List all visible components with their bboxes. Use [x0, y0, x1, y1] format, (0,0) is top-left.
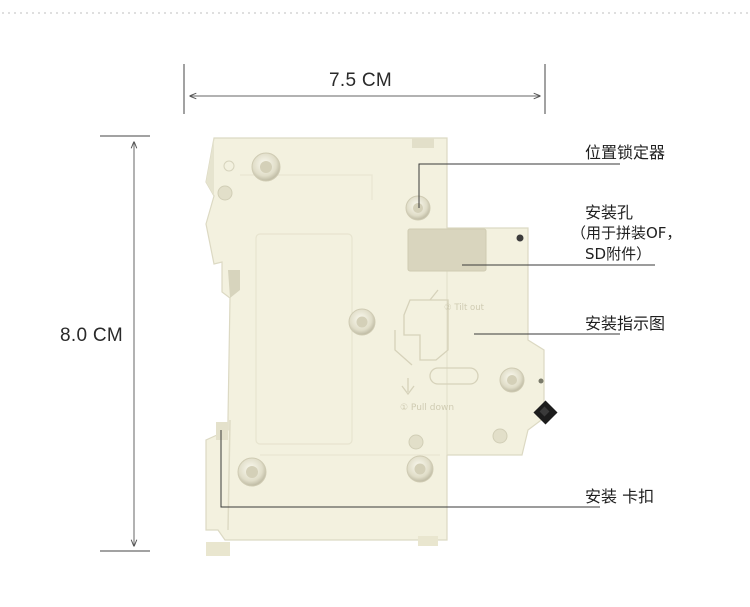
breaker-body [205, 137, 545, 556]
small-hole-bottom [408, 434, 424, 450]
small-hole-right [492, 428, 508, 444]
screw-mount-hole [405, 195, 431, 221]
small-hole-left [217, 185, 233, 201]
height-dimension [100, 135, 150, 552]
callout-position-locker: 位置锁定器 [585, 143, 666, 162]
step-2-marking: ② Tilt out [444, 303, 485, 313]
install-pictogram [394, 289, 479, 396]
width-dimension-label: 7.5 CM [329, 70, 393, 91]
indicator-dot-small [538, 378, 544, 384]
screw-right [499, 367, 525, 393]
callout-mount-hole-note-1: （用于拼装OF， [571, 224, 682, 242]
accessory-window [407, 228, 487, 272]
callout-install-diagram: 安装指示图 [585, 314, 666, 333]
callout-mount-hole: 安装孔 [585, 203, 634, 222]
leader-install-clip [220, 430, 600, 508]
indicator-dot [516, 234, 524, 242]
step-1-marking: ① Pull down [400, 403, 454, 413]
logo-mark [223, 160, 235, 172]
callout-install-clip: 安装 卡扣 [585, 487, 655, 506]
screw-bottom-left [237, 457, 267, 487]
screw-center [348, 308, 376, 336]
callout-mount-hole-note-2: SD附件） [585, 245, 652, 263]
screw-bottom-right [406, 455, 434, 483]
leader-lines [220, 163, 655, 508]
decorative-dotted-border [0, 12, 750, 14]
width-dimension [183, 64, 546, 114]
height-dimension-label: 8.0 CM [60, 325, 124, 346]
leader-position-locker [418, 163, 620, 208]
screw-top-left [251, 152, 281, 182]
